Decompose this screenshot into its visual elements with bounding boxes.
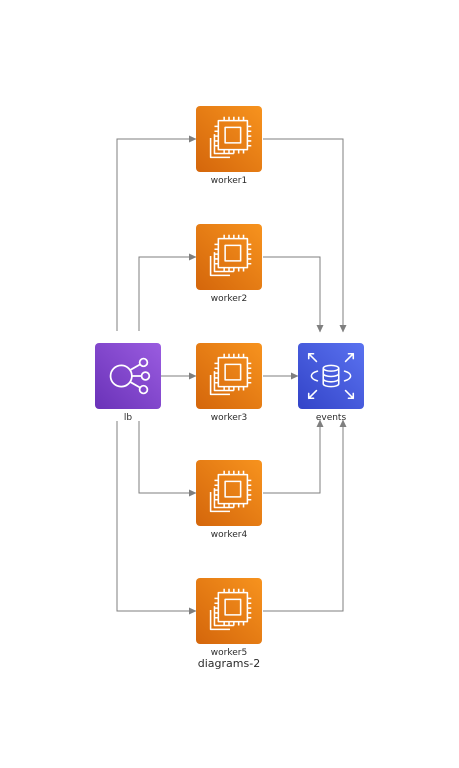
edge-worker1-to-events (263, 138, 347, 333)
node-worker4: worker4 (196, 460, 262, 540)
node-events: events (298, 343, 364, 423)
edge-worker5-to-events (263, 419, 347, 612)
node-label-lb: lb (124, 413, 133, 423)
diagram-title: diagrams-2 (198, 657, 260, 670)
edge-lb-to-worker4 (138, 421, 197, 497)
node-label-worker1: worker1 (211, 176, 247, 186)
node-worker2: worker2 (196, 224, 262, 304)
node-label-worker2: worker2 (211, 294, 247, 304)
edge-worker2-to-events (263, 256, 324, 333)
edge-worker4-to-events (263, 419, 324, 494)
edge-lb-to-worker2 (138, 253, 197, 331)
node-label-worker4: worker4 (211, 530, 248, 540)
node-worker1: worker1 (196, 106, 262, 186)
node-worker3: worker3 (196, 343, 262, 423)
node-label-worker3: worker3 (211, 413, 247, 423)
node-label-worker5: worker5 (211, 648, 247, 658)
node-label-events: events (316, 413, 347, 423)
node-worker5: worker5 (196, 578, 262, 658)
edge-lb-to-worker1 (116, 135, 197, 331)
edge-lb-to-worker5 (116, 421, 197, 615)
node-lb: lb (95, 343, 161, 423)
